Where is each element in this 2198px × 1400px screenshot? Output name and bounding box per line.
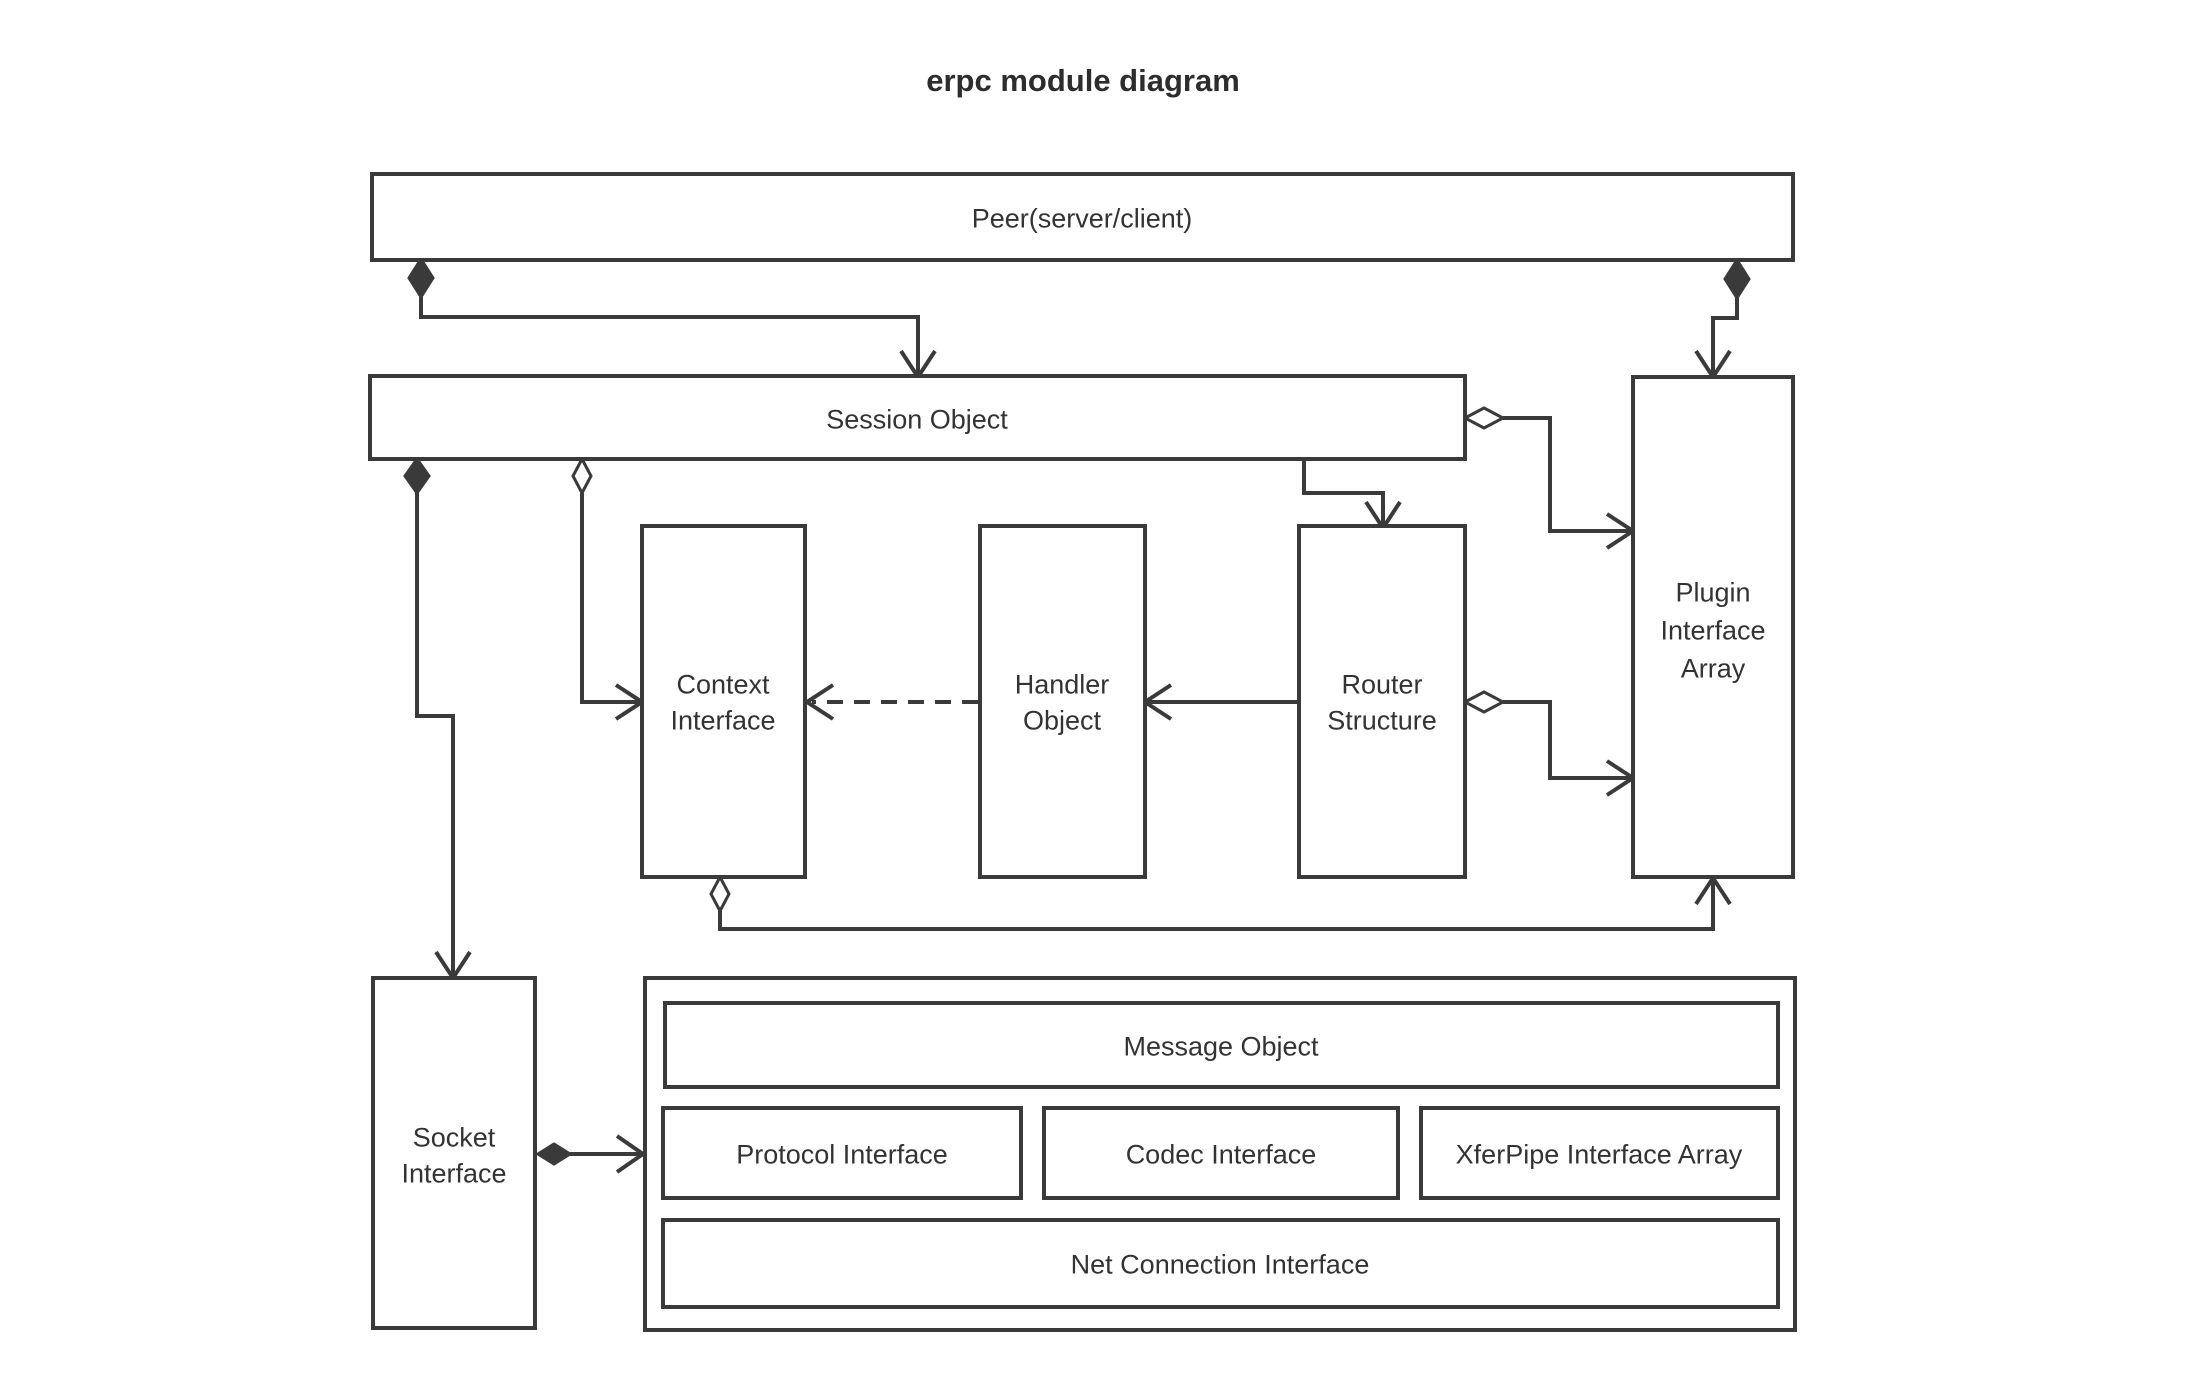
- socket-label-line1: Socket: [413, 1122, 496, 1152]
- peer-label: Peer(server/client): [972, 203, 1193, 233]
- diagram-title: erpc module diagram: [926, 63, 1240, 98]
- edge-socket-container: [535, 1134, 647, 1174]
- peer-box: [370, 172, 1795, 262]
- node-handler-object: Handler Object: [978, 524, 1147, 879]
- context-label-line1: Context: [676, 669, 770, 699]
- edge-router-plugin-lower: [1461, 690, 1637, 797]
- edge-line: [1711, 298, 1739, 375]
- plugin-label-line3: Array: [1681, 653, 1746, 683]
- node-router-structure: Router Structure: [1297, 524, 1467, 879]
- router-label-line2: Structure: [1327, 705, 1437, 735]
- netconn-box: [661, 1218, 1780, 1309]
- xferpipe-box: [1419, 1106, 1780, 1200]
- edge-peer-plugin: [1694, 257, 1751, 381]
- xferpipe-label: XferPipe Interface Array: [1456, 1139, 1743, 1169]
- aggregation-diamond-icon: [709, 873, 731, 915]
- plugin-label-line1: Plugin: [1675, 577, 1750, 607]
- session-box: [368, 374, 1467, 461]
- router-label-line1: Router: [1341, 669, 1422, 699]
- socket-label-line2: Interface: [401, 1158, 506, 1188]
- edge-peer-session: [407, 256, 937, 381]
- message-box: [663, 1001, 1780, 1089]
- edge-line: [415, 493, 455, 976]
- session-label: Session Object: [826, 404, 1008, 434]
- router-box: [1297, 524, 1467, 879]
- edge-line: [1302, 459, 1385, 525]
- protocol-label: Protocol Interface: [736, 1139, 948, 1169]
- context-box: [640, 524, 807, 879]
- edge-session-router: [1302, 459, 1402, 532]
- codec-label: Codec Interface: [1126, 1139, 1317, 1169]
- edge-line: [419, 297, 920, 375]
- edge-session-plugin-upper: [1461, 406, 1637, 550]
- node-plugin-interface-array: Plugin Interface Array: [1631, 375, 1795, 879]
- node-net-connection-interface: Net Connection Interface: [661, 1218, 1780, 1309]
- handler-label-line2: Object: [1023, 705, 1102, 735]
- node-session: Session Object: [368, 374, 1467, 461]
- handler-label-line1: Handler: [1015, 669, 1110, 699]
- message-label: Message Object: [1123, 1031, 1319, 1061]
- edge-line: [718, 880, 1715, 931]
- node-protocol-interface: Protocol Interface: [661, 1106, 1023, 1200]
- composition-diamond-icon: [407, 256, 435, 300]
- netconn-label: Net Connection Interface: [1071, 1249, 1370, 1279]
- node-codec-interface: Codec Interface: [1042, 1106, 1400, 1200]
- aggregation-diamond-icon: [571, 455, 593, 497]
- codec-box: [1042, 1106, 1400, 1200]
- edge-router-handler: [1141, 683, 1299, 721]
- edge-line: [580, 493, 640, 704]
- composition-diamond-icon: [535, 1142, 573, 1166]
- aggregation-diamond-icon: [1461, 690, 1507, 714]
- handler-box: [978, 524, 1147, 879]
- edge-session-socket: [403, 456, 472, 982]
- node-transport-container: Message Object Protocol Interface Codec …: [643, 976, 1797, 1332]
- node-peer: Peer(server/client): [370, 172, 1795, 262]
- node-socket-interface: Socket Interface: [371, 976, 537, 1330]
- edge-handler-context-dashed: [803, 683, 978, 721]
- plugin-box: [1631, 375, 1795, 879]
- node-context-interface: Context Interface: [640, 524, 807, 879]
- node-message-object: Message Object: [663, 1001, 1780, 1089]
- composition-diamond-icon: [403, 456, 431, 496]
- aggregation-diamond-icon: [1461, 406, 1507, 430]
- edge-line: [1503, 700, 1631, 780]
- edge-line: [1503, 416, 1631, 533]
- edge-session-context: [571, 455, 646, 721]
- plugin-label-line2: Interface: [1660, 615, 1765, 645]
- context-label-line2: Interface: [670, 705, 775, 735]
- node-xferpipe-interface-array: XferPipe Interface Array: [1419, 1106, 1780, 1200]
- composition-diamond-icon: [1723, 257, 1751, 301]
- socket-box: [371, 976, 537, 1330]
- protocol-box: [661, 1106, 1023, 1200]
- edge-context-plugin-bottom: [709, 873, 1732, 931]
